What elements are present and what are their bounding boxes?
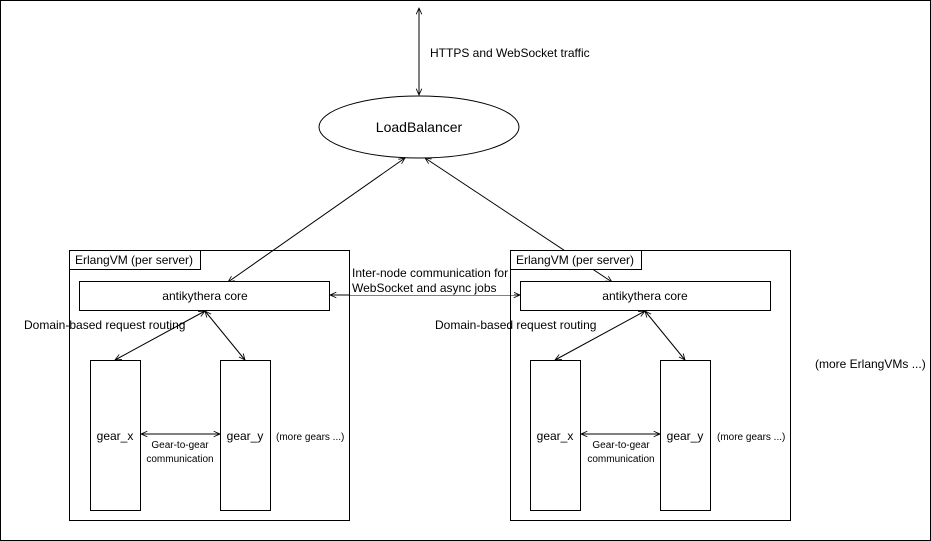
core-box: [520, 281, 771, 311]
gear-x-label: gear_x: [97, 429, 134, 443]
core-box: [79, 281, 330, 311]
core-to-gear-x-arrow: [555, 311, 645, 360]
load-balancer-label: LoadBalancer: [376, 119, 463, 135]
erlang-vm-2: ErlangVM (per server) antikythera core D…: [435, 250, 791, 521]
g2g-line1: Gear-to-gear: [151, 440, 209, 451]
core-to-gear-y-arrow: [645, 311, 685, 360]
routing-label: Domain-based request routing: [435, 318, 596, 332]
vm-box: [510, 250, 791, 521]
internode-label-line1: Inter-node communication for: [352, 266, 508, 280]
core-label: antikythera core: [602, 289, 688, 303]
core-label: antikythera core: [162, 289, 248, 303]
vm-title: ErlangVM (per server): [75, 253, 193, 267]
gear-y-box: [660, 360, 711, 511]
more-gears-label: (more gears ...): [276, 432, 344, 443]
traffic-label: HTTPS and WebSocket traffic: [430, 46, 590, 60]
core-to-gear-y-arrow: [205, 311, 245, 360]
more-vms-label: (more ErlangVMs ...): [815, 357, 926, 371]
internode-label-bg: [350, 265, 514, 295]
gear-x-box: [90, 360, 141, 511]
lb-to-core-left-arrow: [228, 158, 405, 282]
core-to-gear-x-arrow: [115, 311, 205, 360]
erlang-vm-1: ErlangVM (per server) antikythera core D…: [24, 250, 350, 521]
vm-title-box: [69, 250, 201, 270]
vm-box: [69, 250, 350, 521]
gear-x-box: [530, 360, 581, 511]
internode-label-line2: WebSocket and async jobs: [352, 281, 497, 295]
g2g-line1: Gear-to-gear: [592, 440, 650, 451]
vm-title-box: [510, 250, 642, 270]
g2g-line2: communication: [587, 454, 654, 465]
gear-y-box: [220, 360, 271, 511]
g2g-line2: communication: [146, 454, 213, 465]
more-gears-label: (more gears ...): [717, 432, 785, 443]
gear-y-label: gear_y: [667, 429, 704, 443]
vm-title: ErlangVM (per server): [516, 253, 634, 267]
gear-y-label: gear_y: [227, 429, 264, 443]
routing-label: Domain-based request routing: [24, 318, 185, 332]
gear-x-label: gear_x: [537, 429, 574, 443]
load-balancer-ellipse: [318, 95, 520, 159]
